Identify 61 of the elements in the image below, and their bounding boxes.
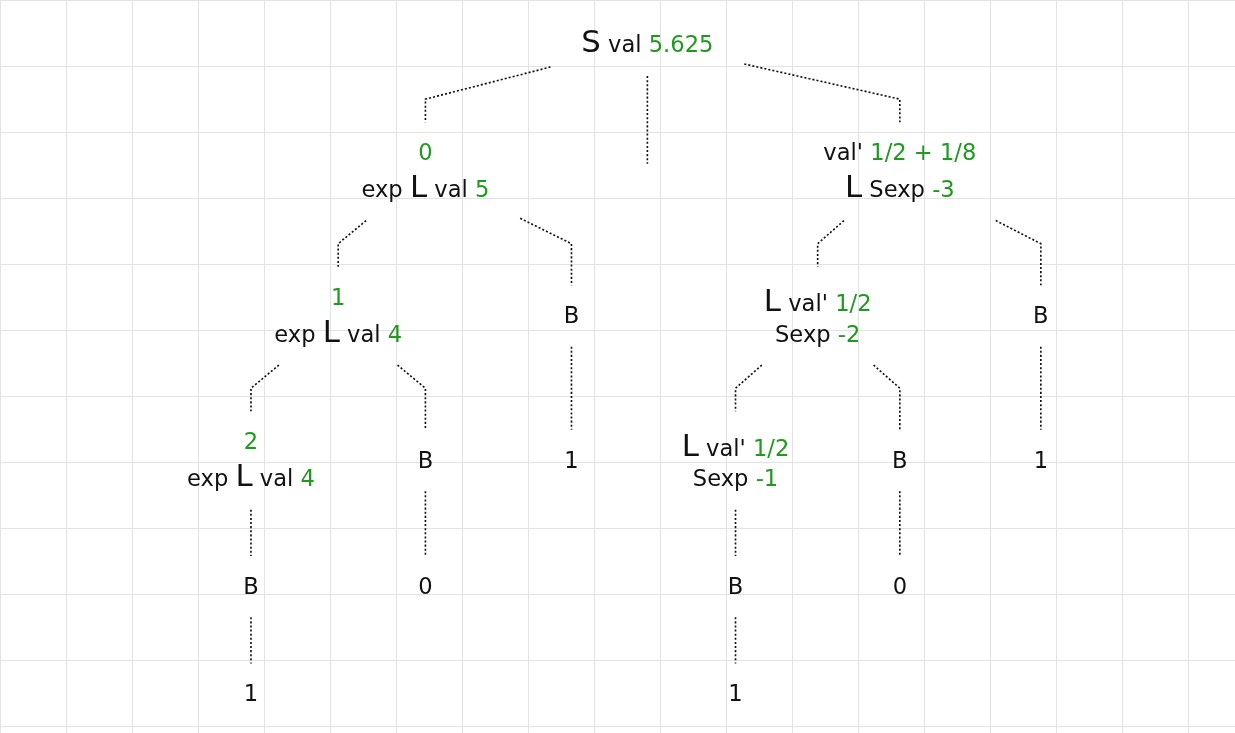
node-label: exp bbox=[186, 465, 228, 492]
node-label: -3 bbox=[931, 176, 955, 203]
node-text: L bbox=[322, 312, 340, 349]
node-label: val bbox=[259, 465, 294, 492]
node-label: val' bbox=[823, 139, 863, 166]
node-label: 0 bbox=[417, 139, 433, 166]
node-label: val' bbox=[705, 434, 746, 461]
node-text: L bbox=[681, 426, 699, 463]
dashed-line bbox=[872, 364, 901, 431]
node-text: 1 bbox=[563, 447, 579, 473]
node-label: exp bbox=[361, 176, 403, 203]
node-label: -1 bbox=[755, 465, 778, 492]
dashed-line bbox=[734, 616, 736, 665]
dashed-line bbox=[1039, 345, 1042, 431]
node-text: 1 bbox=[1033, 447, 1048, 473]
node-label: 5.625 bbox=[648, 31, 714, 58]
node-label: exp bbox=[273, 320, 316, 347]
dashed-line bbox=[646, 75, 648, 165]
node-label: 4 bbox=[300, 465, 315, 492]
dashed-line bbox=[743, 63, 901, 124]
node-label: 4 bbox=[387, 320, 402, 347]
node-text: B bbox=[417, 447, 433, 473]
node-label: val bbox=[433, 176, 468, 203]
node-text: B bbox=[1032, 302, 1049, 329]
dashed-line bbox=[424, 490, 426, 557]
node-text: L bbox=[763, 282, 781, 319]
node-text: B bbox=[727, 573, 743, 600]
dashed-line bbox=[734, 508, 736, 557]
node-text: L bbox=[409, 168, 427, 205]
node-label: Sexp bbox=[869, 176, 925, 203]
node-text: 1 bbox=[243, 680, 258, 707]
node-text: B bbox=[891, 447, 908, 473]
node-text: 0 bbox=[417, 573, 433, 600]
node-label: Sexp bbox=[774, 321, 831, 347]
node-label: val bbox=[346, 320, 381, 347]
node-text: B bbox=[563, 302, 579, 329]
node-text: L bbox=[235, 457, 253, 494]
node-text: L bbox=[844, 168, 862, 205]
node-label: val bbox=[607, 31, 642, 58]
dashed-line bbox=[898, 490, 901, 557]
node-label: val' bbox=[787, 290, 828, 317]
dashed-line bbox=[249, 616, 252, 665]
dashed-line bbox=[337, 219, 367, 268]
dashed-line bbox=[396, 364, 426, 431]
node-text: B bbox=[242, 573, 259, 600]
node-text: S bbox=[580, 23, 601, 60]
dashed-line bbox=[249, 508, 252, 557]
dashed-line bbox=[249, 364, 280, 413]
node-label: 2 bbox=[243, 428, 258, 455]
dashed-line bbox=[994, 219, 1042, 287]
dashed-line bbox=[816, 219, 845, 268]
dashed-line bbox=[570, 345, 572, 431]
node-label: 1/2 bbox=[752, 434, 790, 461]
node-label: 1 bbox=[330, 284, 346, 310]
node-label: 1/2 bbox=[834, 290, 872, 317]
node-text: 0 bbox=[892, 573, 907, 600]
node-label: 5 bbox=[474, 176, 490, 203]
node-label: -2 bbox=[837, 321, 861, 347]
node-label: Sexp bbox=[692, 465, 749, 492]
node-text: 1 bbox=[728, 680, 743, 707]
node-label: 1/2 + 1/8 bbox=[869, 139, 976, 166]
